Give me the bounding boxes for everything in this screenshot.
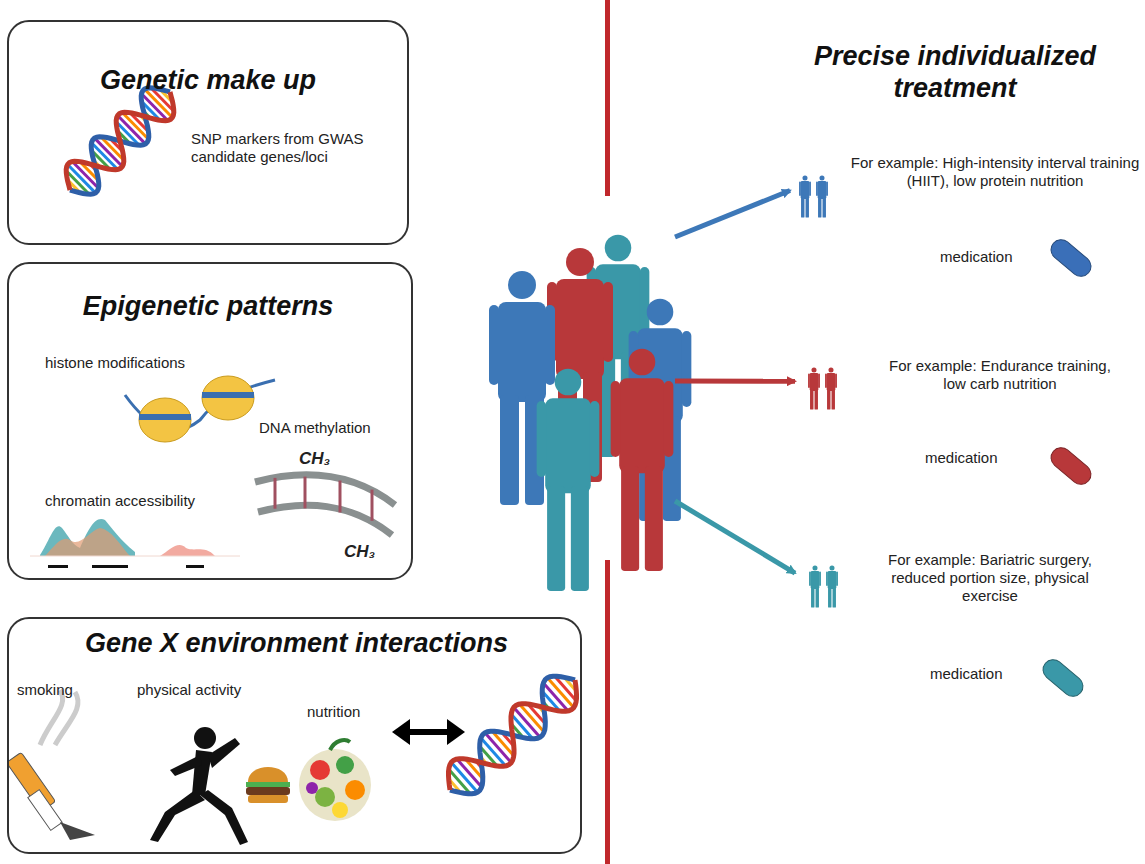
text-label: DNA methylation xyxy=(259,419,409,437)
treatment-group: For example: Endurance training, low car… xyxy=(795,335,1140,475)
person-icon xyxy=(808,367,820,409)
person-icon xyxy=(826,565,838,607)
text-label: For example: Bariatric surgery, reduced … xyxy=(875,551,1105,605)
person-icon xyxy=(537,369,600,591)
text-label: medication xyxy=(925,449,1025,467)
treatment-arrow xyxy=(675,191,790,238)
text-label: physical activity xyxy=(137,681,277,699)
text-label: smoking xyxy=(17,681,107,699)
text-label: For example: High-intensity interval tra… xyxy=(850,154,1140,190)
divider-line xyxy=(605,560,610,864)
category-box: Genetic make up SNP markers from GWAS can… xyxy=(7,20,409,245)
pill-icon xyxy=(1039,236,1095,701)
nucleosome-icon xyxy=(125,376,275,442)
title: Precise individualized treatment xyxy=(770,40,1140,105)
person-icon xyxy=(825,367,837,409)
chromatin-peaks xyxy=(30,519,240,568)
text-label: For example: Endurance training, low car… xyxy=(880,357,1120,393)
double-arrow xyxy=(392,719,465,745)
text-label: SNP markers from GWAS candidate genes/lo… xyxy=(191,130,401,166)
treatment-arrow xyxy=(675,501,795,573)
burger-icon xyxy=(246,767,290,803)
text-label: CH₃ xyxy=(299,449,349,469)
person-icon xyxy=(809,565,821,607)
text-label: histone modifications xyxy=(45,354,235,372)
cigarette-icon xyxy=(6,690,95,840)
treatment-arrow xyxy=(675,379,795,384)
text-label: medication xyxy=(940,248,1040,266)
vegetable-icon xyxy=(299,740,371,821)
person-icon xyxy=(489,271,555,505)
population-group xyxy=(495,225,675,525)
dna-helix xyxy=(66,88,174,194)
divider-line xyxy=(605,0,610,196)
methylation-ladder xyxy=(255,475,395,535)
person-icon xyxy=(611,349,674,571)
text-label: chromatin accessibility xyxy=(45,492,245,510)
dna-helix xyxy=(449,676,577,794)
text-label: nutrition xyxy=(307,703,407,721)
box-heading: Epigenetic patterns xyxy=(19,290,397,322)
box-heading: Gene X environment interactions xyxy=(19,627,574,659)
category-box: Gene X environment interactions smoking ph… xyxy=(7,617,582,854)
text-label: medication xyxy=(930,665,1030,683)
person-icon xyxy=(816,175,828,217)
text-label: CH₃ xyxy=(344,542,394,562)
category-box: Epigenetic patterns histone modifications… xyxy=(7,262,413,580)
box-heading: Genetic make up xyxy=(19,64,397,96)
person-icon xyxy=(799,175,811,217)
runner-icon xyxy=(150,727,248,845)
treatment-group: For example: Bariatric surgery, reduced … xyxy=(795,545,1140,710)
treatment-group: For example: High-intensity interval tra… xyxy=(790,150,1145,285)
